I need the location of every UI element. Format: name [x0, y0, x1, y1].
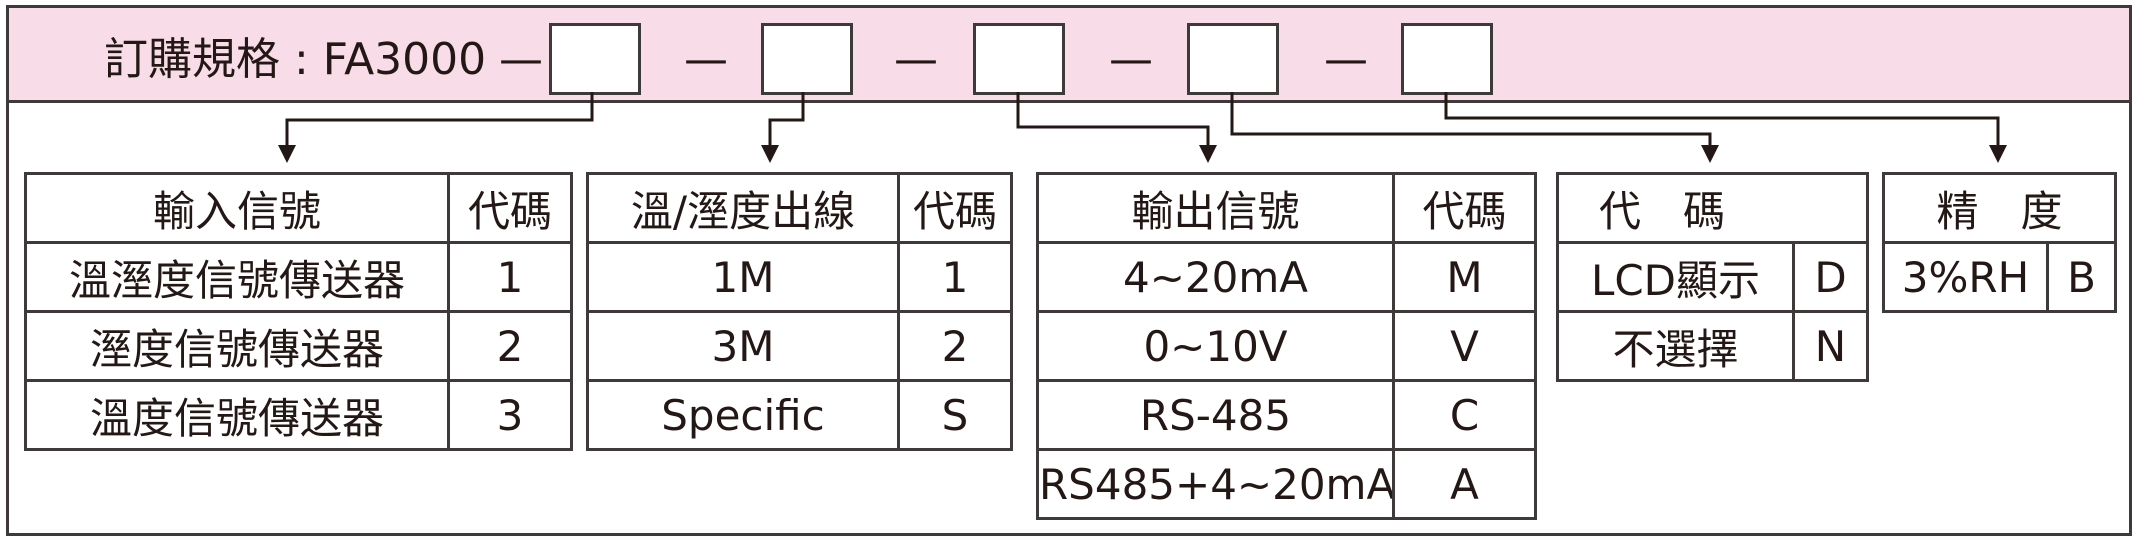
table-cell: 3	[447, 379, 573, 451]
table-row: RS485+4~20mA A	[1036, 448, 1537, 520]
order-spec-header: 訂購規格 : FA3000 — — — — —	[6, 5, 2132, 103]
table-header-row: 代 碼	[1555, 172, 1870, 244]
table-row: 溼度信號傳送器 2	[24, 310, 573, 382]
table-cell: D	[1791, 241, 1870, 313]
code-box-4	[1187, 23, 1279, 95]
table-row: 溫度信號傳送器 3	[24, 379, 573, 451]
table-row: LCD顯示 D	[1556, 241, 1870, 313]
table-row: 不選擇 N	[1556, 310, 1870, 382]
separator: —	[894, 34, 938, 85]
display-code-table: 代 碼 LCD顯示 D 不選擇 N	[1555, 172, 1870, 382]
header-cell: 輸出信號	[1036, 172, 1395, 244]
arrow-accuracy	[1444, 92, 2007, 163]
table-header-row: 溫/溼度出線 代碼	[586, 172, 1013, 244]
header-cell: 溫/溼度出線	[586, 172, 900, 244]
header-cell: 代碼	[447, 172, 573, 244]
separator: —	[1324, 34, 1368, 85]
table-cell: 2	[897, 310, 1013, 382]
table-cell: 1M	[586, 241, 900, 313]
table-cell: N	[1791, 310, 1870, 382]
table-header-row: 精 度	[1881, 172, 2118, 244]
code-box-2	[761, 23, 853, 95]
header-cell: 代 碼	[1555, 172, 1870, 244]
code-box-3	[973, 23, 1065, 95]
table-cell: 溫溼度信號傳送器	[24, 241, 450, 313]
table-cell: A	[1392, 448, 1537, 520]
table-row: 3%RH B	[1882, 241, 2118, 313]
table-row: 3M 2	[586, 310, 1013, 382]
arrow-display	[1230, 92, 1719, 163]
table-cell: 不選擇	[1556, 310, 1795, 382]
table-cell: 3M	[586, 310, 900, 382]
table-cell: C	[1392, 379, 1537, 451]
table-cell: V	[1392, 310, 1537, 382]
table-row: 1M 1	[586, 241, 1013, 313]
output-signal-table: 輸出信號 代碼 4~20mA M 0~10V V RS-485 C RS485+…	[1036, 172, 1537, 520]
separator: —	[684, 34, 728, 85]
table-cell: B	[2045, 241, 2118, 313]
accuracy-table: 精 度 3%RH B	[1881, 172, 2118, 313]
separator: —	[499, 34, 543, 85]
table-row: Specific S	[586, 379, 1013, 451]
table-cell: LCD顯示	[1556, 241, 1795, 313]
header-cell: 精 度	[1881, 172, 2118, 244]
table-cell: 4~20mA	[1036, 241, 1395, 313]
cable-length-table: 溫/溼度出線 代碼 1M 1 3M 2 Specific S	[586, 172, 1013, 451]
header-cell: 輸入信號	[24, 172, 450, 244]
table-cell: Specific	[586, 379, 900, 451]
order-spec-label: 訂購規格 : FA3000	[104, 34, 487, 85]
table-cell: 1	[897, 241, 1013, 313]
table-cell: 0~10V	[1036, 310, 1395, 382]
table-header-row: 輸入信號 代碼	[24, 172, 573, 244]
separator: —	[1109, 34, 1153, 85]
arrow-cable	[761, 92, 805, 163]
table-cell: 溼度信號傳送器	[24, 310, 450, 382]
table-cell: 1	[447, 241, 573, 313]
table-header-row: 輸出信號 代碼	[1036, 172, 1537, 244]
table-row: RS-485 C	[1036, 379, 1537, 451]
table-row: 4~20mA M	[1036, 241, 1537, 313]
arrow-input	[278, 92, 594, 163]
arrow-output	[1016, 92, 1217, 163]
code-box-1	[549, 23, 641, 95]
input-signal-table: 輸入信號 代碼 溫溼度信號傳送器 1 溼度信號傳送器 2 溫度信號傳送器 3	[24, 172, 573, 451]
table-row: 0~10V V	[1036, 310, 1537, 382]
header-cell: 代碼	[1392, 172, 1537, 244]
table-cell: 溫度信號傳送器	[24, 379, 450, 451]
header-cell: 代碼	[897, 172, 1013, 244]
table-cell: M	[1392, 241, 1537, 313]
table-cell: RS485+4~20mA	[1036, 448, 1395, 520]
table-cell: 2	[447, 310, 573, 382]
table-cell: S	[897, 379, 1013, 451]
table-row: 溫溼度信號傳送器 1	[24, 241, 573, 313]
table-cell: 3%RH	[1882, 241, 2049, 313]
table-cell: RS-485	[1036, 379, 1395, 451]
code-box-5	[1401, 23, 1493, 95]
